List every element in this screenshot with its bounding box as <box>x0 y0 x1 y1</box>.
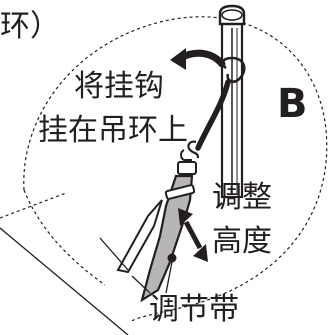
strap-label: 调节带 <box>149 292 239 327</box>
detail-circle-left <box>23 189 106 286</box>
strap-leader-1 <box>131 275 151 294</box>
s-hook <box>177 140 200 175</box>
callout-line-lower <box>0 227 129 335</box>
hook-cord <box>195 79 231 151</box>
frame-line-left <box>99 237 129 271</box>
adjust-height-line2: 高度 <box>212 224 272 259</box>
adjust-strap <box>116 174 196 303</box>
adjust-height-line1: 调整 <box>212 180 272 215</box>
section-badge: B <box>277 81 308 127</box>
hook-instruction-line1: 将挂钩 <box>74 69 164 104</box>
strap-leader-2 <box>165 261 173 294</box>
hook-arrow-head <box>170 48 186 70</box>
hook-instruction-line2: 挂在吊环上 <box>38 113 188 148</box>
adjust-arrow <box>178 208 208 262</box>
continued-title-text: 环） <box>0 9 60 44</box>
hook-direction-arrow <box>176 49 226 68</box>
pole <box>218 4 246 199</box>
callout-line-upper <box>0 192 67 219</box>
detail-circle <box>23 16 328 323</box>
